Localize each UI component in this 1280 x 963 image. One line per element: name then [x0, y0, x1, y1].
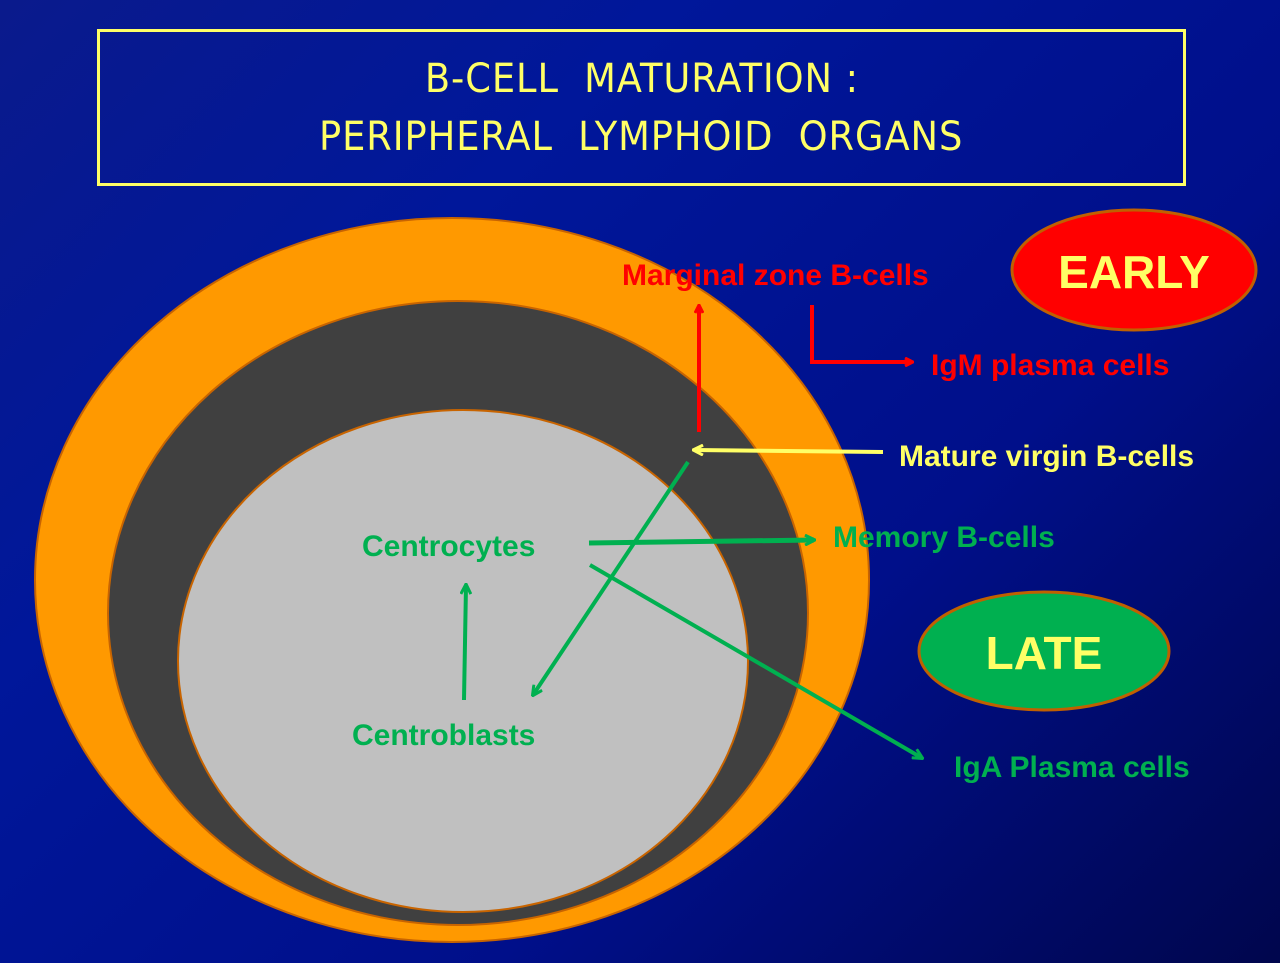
title-line-2: PERIPHERAL LYMPHOID ORGANS: [319, 113, 964, 160]
slide-title-box: B-CELL MATURATION : PERIPHERAL LYMPHOID …: [97, 29, 1186, 186]
label-centroblasts: Centroblasts: [352, 719, 535, 752]
label-marginal-zone-b-cells: Marginal zone B-cells: [622, 259, 929, 292]
label-iga-plasma-cells: IgA Plasma cells: [954, 751, 1190, 784]
arrow-centroblasts-to-centrocytes: [464, 585, 466, 701]
arrow-marginal-to-igm: [810, 305, 912, 362]
late-badge-label: LATE: [986, 627, 1103, 679]
arrow-centrocytes-to-memory: [588, 540, 814, 543]
early-badge-label: EARLY: [1058, 246, 1210, 298]
late-badge: [917, 590, 1171, 712]
label-mature-virgin-b-cells: Mature virgin B-cells: [899, 440, 1194, 473]
early-badge: [1010, 208, 1258, 332]
arrow-centrocytes-to-iga: [588, 563, 922, 758]
arrow-mature-virgin: [694, 450, 884, 452]
label-igm-plasma-cells: IgM plasma cells: [931, 349, 1169, 382]
label-memory-b-cells: Memory B-cells: [833, 521, 1055, 554]
label-centrocytes: Centrocytes: [362, 530, 535, 563]
title-line-1: B-CELL MATURATION :: [424, 55, 859, 102]
